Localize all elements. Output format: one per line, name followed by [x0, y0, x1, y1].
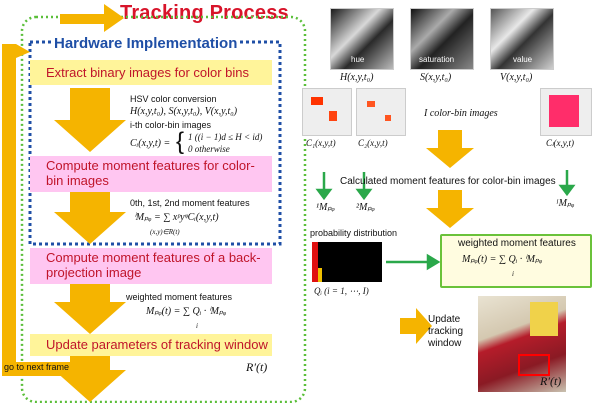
bin-formula-1: C₁(x,y,t) [306, 138, 336, 148]
tracking-window-box [518, 354, 550, 376]
step-extract-binary: Extract binary images for color bins [30, 60, 272, 85]
bin1-blob2 [329, 111, 337, 121]
value-image: value [490, 8, 554, 70]
down-arrow-3 [54, 283, 126, 334]
weighted-sum-sub-right: i [512, 270, 514, 278]
bin-formula-2: C₂(x,y,t) [358, 138, 388, 148]
saturation-image: saturation [410, 8, 474, 70]
weighted-formula-right: Mₚᵩ(t) = ∑ Qᵢ · ⁱMₚᵩ [462, 254, 543, 265]
moment-label-I: ᴵMₚᵩ [556, 198, 575, 209]
color-bin-image-2 [356, 88, 406, 136]
bin1-blob [311, 97, 323, 105]
hsv-formula: H(x,y,t₀), S(x,y,t₀), V(x,y,t₀) [130, 106, 238, 117]
hsv-title: HSV color conversion [130, 94, 217, 104]
step-moment-backprojection: Compute moment features of a back-projec… [30, 248, 272, 284]
bin-formula-I: Cₗ(x,y,t) [546, 138, 574, 148]
weighted-sum-sub-left: i [196, 322, 198, 330]
loop-arrow-head [2, 44, 30, 58]
hue-formula: H(x,y,t₀) [340, 72, 374, 83]
photo-poster [530, 302, 558, 336]
moment-formula: ⁱMₚᵩ = ∑ xᵖyᵠCᵢ(x,y,t) [134, 212, 219, 223]
hue-image: hue [330, 8, 394, 70]
saturation-formula: S(x,y,t₀) [420, 72, 452, 83]
next-frame-label: go to next frame [4, 362, 70, 372]
rprime-right: R′(t) [540, 374, 562, 388]
moment-caption: Calculated moment features for color-bin… [340, 176, 556, 187]
moment-down-arrow [426, 190, 474, 228]
bins-label: I color-bin images [424, 108, 498, 119]
step-update-window: Update parameters of tracking window [30, 334, 272, 356]
outer-process-frame [20, 15, 307, 403]
prob-bar-yellow [318, 268, 322, 282]
weighted-box [440, 234, 592, 288]
bins-down-arrow [426, 130, 474, 168]
hardware-label: Hardware Implementation [52, 35, 240, 52]
color-bin-image-1 [302, 88, 352, 136]
bin2-blob2 [385, 115, 391, 121]
down-arrow-1 [54, 88, 126, 152]
prob-formula: Qᵢ (i = 1, ⋯, I) [314, 286, 369, 296]
step-moment-bins: Compute moment features for color-bin im… [30, 156, 272, 192]
process-title: Tracking Process [120, 2, 289, 24]
bin-case-1: 1 ((i − 1)d ≤ H < id) [188, 132, 263, 142]
prob-label: probability distribution [310, 228, 398, 238]
binI-blob [549, 95, 579, 127]
saturation-label: saturation [419, 55, 455, 64]
update-label: Update tracking window [428, 314, 464, 349]
hue-label: hue [351, 55, 365, 64]
bin-case-2: 0 otherwise [188, 144, 230, 154]
bin2-blob [367, 101, 375, 107]
prob-bar-red [312, 242, 318, 282]
weighted-formula-left: Mₚᵩ(t) = ∑ Qᵢ · ⁱMₚᵩ [146, 306, 227, 317]
value-formula: V(x,y,t₀) [500, 72, 533, 83]
top-arrow [60, 4, 124, 32]
down-arrow-4 [54, 350, 126, 402]
weighted-title-left: weighted moment features [126, 292, 233, 302]
moment-label-1: ¹Mₚᵩ [316, 202, 335, 213]
green-arrows [315, 170, 576, 271]
bin-brace: { [176, 128, 185, 155]
weighted-title-right: weighted moment features [458, 238, 576, 249]
loop-bar-vertical [2, 56, 16, 376]
moment-title: 0th, 1st, 2nd moment features [130, 198, 250, 208]
moment-sum-sub: (x,y)∈R(t) [150, 228, 180, 236]
rprime-left: R′(t) [246, 360, 268, 374]
bin-title: i-th color-bin images [130, 120, 212, 130]
hardware-frame [28, 40, 282, 246]
moment-label-2: ²Mₚᵩ [356, 202, 375, 213]
bin-formula-lhs: Cᵢ(x,y,t) = [130, 138, 171, 149]
down-arrow-2 [54, 192, 126, 244]
prob-image [312, 242, 382, 282]
color-bin-image-I [540, 88, 592, 136]
value-label: value [513, 55, 533, 64]
tracking-photo [478, 296, 566, 392]
update-left-arrow [400, 308, 432, 344]
